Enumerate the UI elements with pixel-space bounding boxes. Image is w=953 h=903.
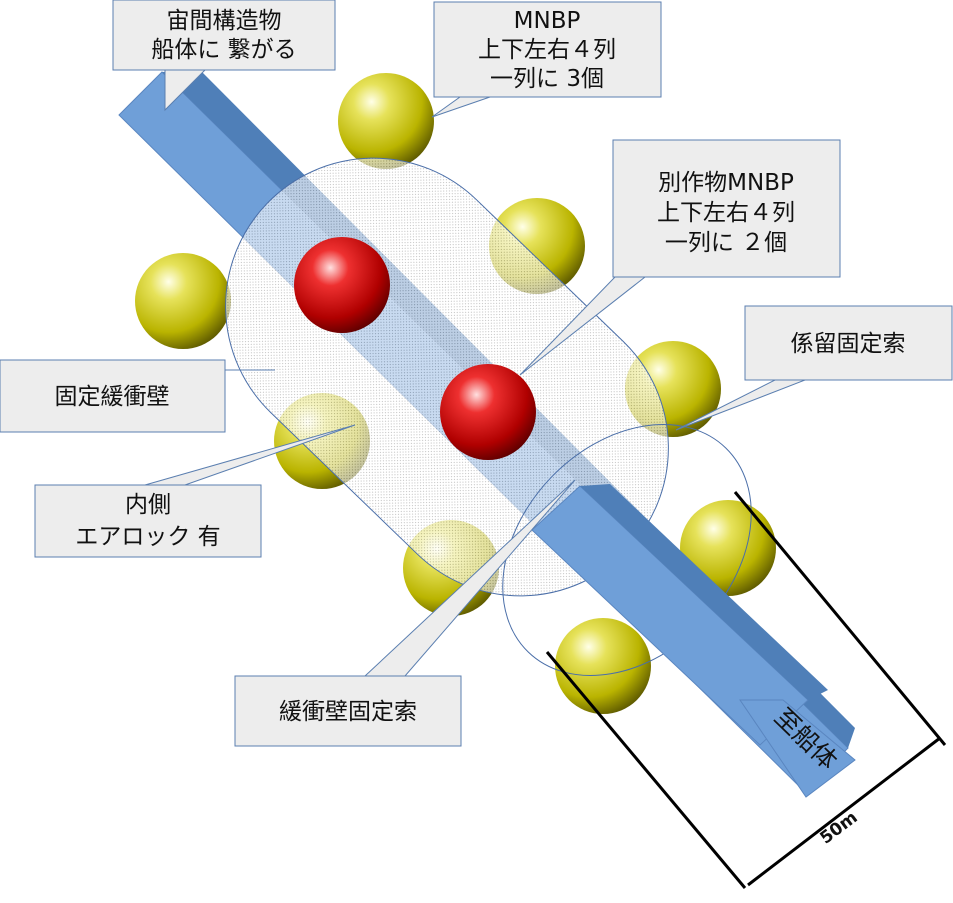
callout-space-structure: 宙間構造物 船体に 繋がる	[112, 0, 336, 71]
dimension-line	[545, 491, 947, 889]
callout-line: 上下左右４列	[478, 37, 616, 63]
callout-other-mnbp: 別作物MNBP 上下左右４列 一列に ２個	[612, 139, 841, 278]
callout-line: 内側	[125, 492, 171, 518]
callout-line: 固定緩衝壁	[55, 384, 170, 410]
callout-line: 一列に 3個	[490, 66, 604, 92]
callout-buffer-cable: 緩衝壁固定索	[234, 675, 462, 747]
callout-line: 船体に 繋がる	[151, 37, 296, 63]
mnbp-sphere	[555, 618, 651, 714]
callout-mnbp: MNBP 上下左右４列 一列に 3個	[433, 1, 662, 98]
callout-line: MNBP	[514, 8, 581, 34]
other-mnbp-sphere	[440, 364, 536, 460]
callout-line: 別作物MNBP	[658, 170, 794, 196]
callout-line: エアロック 有	[75, 524, 220, 550]
other-mnbp-sphere	[294, 237, 390, 333]
callout-airlock: 内側 エアロック 有	[34, 484, 262, 558]
callout-line: 宙間構造物	[167, 8, 282, 34]
callout-line: 緩衝壁固定索	[279, 699, 417, 725]
callout-buffer-wall: 固定緩衝壁	[0, 359, 226, 433]
callout-mooring-cable: 係留固定索	[744, 305, 953, 381]
mnbp-sphere	[338, 73, 434, 169]
mnbp-sphere	[135, 253, 231, 349]
structure-beam-end	[531, 484, 856, 798]
callout-line: 係留固定索	[791, 331, 906, 357]
callout-line: 一列に ２個	[665, 230, 787, 256]
mnbp-sphere	[680, 500, 776, 596]
callout-line: 上下左右４列	[657, 200, 795, 226]
callout-pointer	[431, 96, 491, 118]
